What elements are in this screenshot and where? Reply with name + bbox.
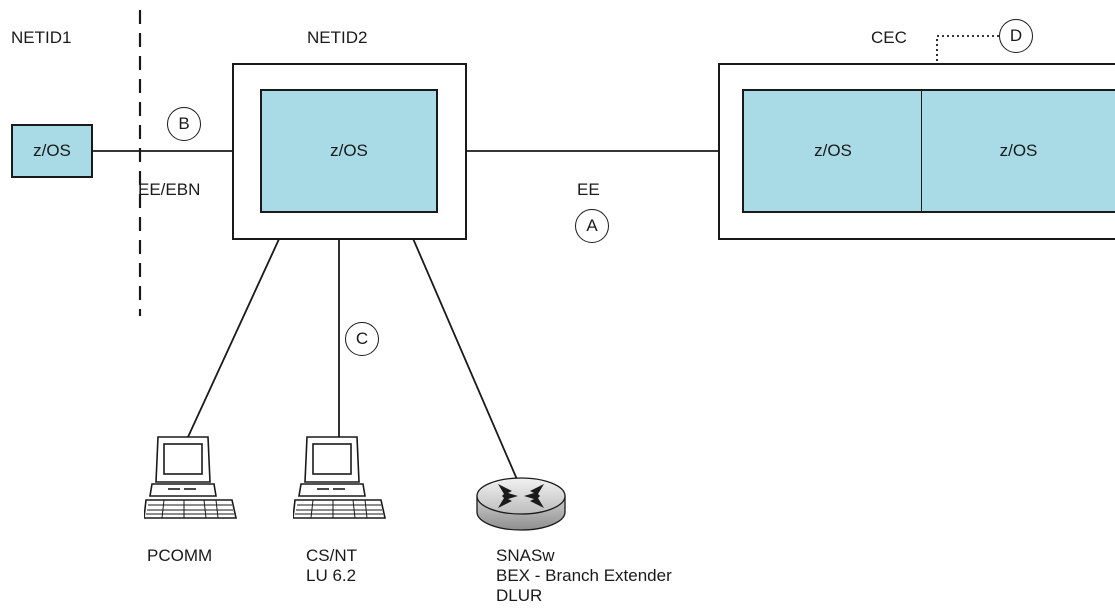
snasw-label-line1: SNASw (496, 546, 555, 565)
snasw-router-icon (476, 477, 566, 531)
snasw-link (401, 212, 520, 485)
netid2-label: NETID2 (307, 28, 368, 47)
cec-zos-left-partition: z/OS (742, 89, 923, 213)
netid1-zos-host: z/OS (11, 124, 93, 178)
marker-a: A (575, 209, 609, 243)
netid1-zos-label: z/OS (33, 141, 71, 160)
csnt-computer-terminal-icon (293, 436, 386, 519)
cec-zos-left-label: z/OS (814, 141, 852, 160)
netid2-zos-label: z/OS (330, 141, 368, 160)
marker-c: C (345, 322, 379, 356)
snasw-label-line2: BEX - Branch Extender (496, 566, 672, 585)
cec-zos-right-partition: z/OS (921, 89, 1115, 213)
marker-d: D (999, 19, 1033, 53)
marker-b: B (167, 107, 201, 141)
csnt-label-line1: CS/NT (306, 546, 357, 565)
csnt-label-line2: LU 6.2 (306, 566, 357, 585)
snasw-label-line3: DLUR (496, 586, 543, 605)
netid1-label: NETID1 (11, 28, 72, 47)
cec-zos-right-label: z/OS (999, 141, 1038, 160)
netid2-zos-host: z/OS (260, 89, 438, 213)
pcomm-link (187, 212, 292, 438)
pcomm-computer-terminal-icon (144, 436, 237, 519)
pcomm-label: PCOMM (147, 546, 213, 565)
ee-label: EE (577, 180, 600, 199)
ee-ebn-label: EE/EBN (138, 180, 201, 199)
cec-label: CEC (871, 28, 907, 47)
